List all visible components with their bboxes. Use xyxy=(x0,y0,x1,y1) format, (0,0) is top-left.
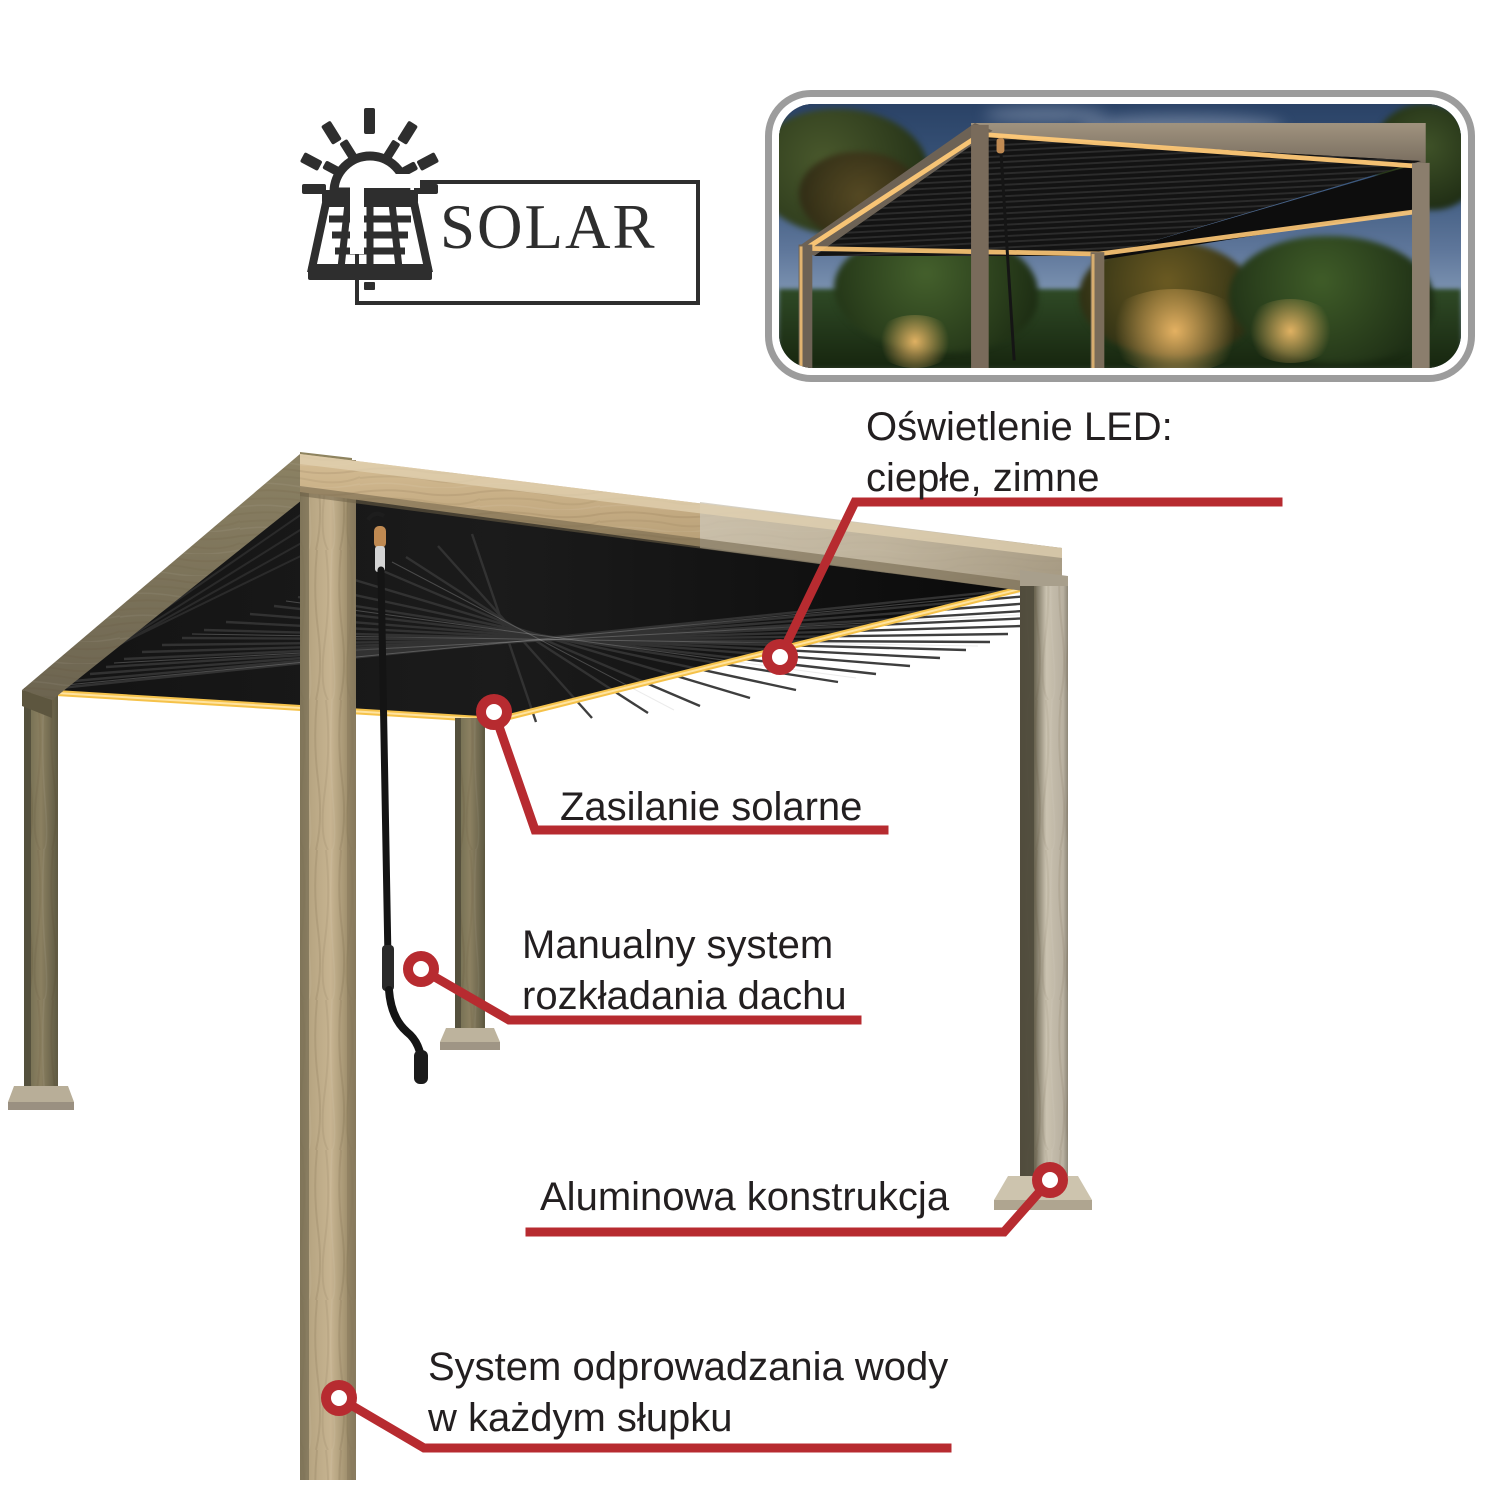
solar-badge-label: SOLAR xyxy=(440,192,657,262)
front-left-post xyxy=(300,452,356,1480)
right-post xyxy=(994,570,1092,1210)
photo-uplight-glow xyxy=(1242,299,1339,363)
photo-uplight-glow xyxy=(1099,288,1250,368)
crank-rod xyxy=(366,511,428,1084)
callout-label-aluminium: Aluminowa konstrukcja xyxy=(540,1175,950,1219)
side-beam-left xyxy=(22,454,352,718)
callout-label-water: System odprowadzania wody w każdym słupk… xyxy=(428,1345,949,1441)
pergola-night-photo xyxy=(765,90,1475,382)
solar-badge-frame-notch-left xyxy=(350,174,364,254)
callout-label-led: Oświetlenie LED: ciepłe, zimne xyxy=(866,405,1173,501)
photo-frame xyxy=(779,104,1461,368)
callout-label-solar: Zasilanie solarne xyxy=(560,785,863,829)
solar-badge: SOLAR xyxy=(300,100,710,315)
callout-label-manual: Manualny system rozkładania dachu xyxy=(522,923,847,1019)
photo-pergola-structure xyxy=(798,122,1430,368)
photo-cloud xyxy=(983,106,1107,123)
mid-post xyxy=(440,718,500,1050)
photo-uplight-glow xyxy=(874,315,957,368)
back-left-post xyxy=(8,688,74,1110)
solar-badge-frame-notch xyxy=(350,174,420,188)
